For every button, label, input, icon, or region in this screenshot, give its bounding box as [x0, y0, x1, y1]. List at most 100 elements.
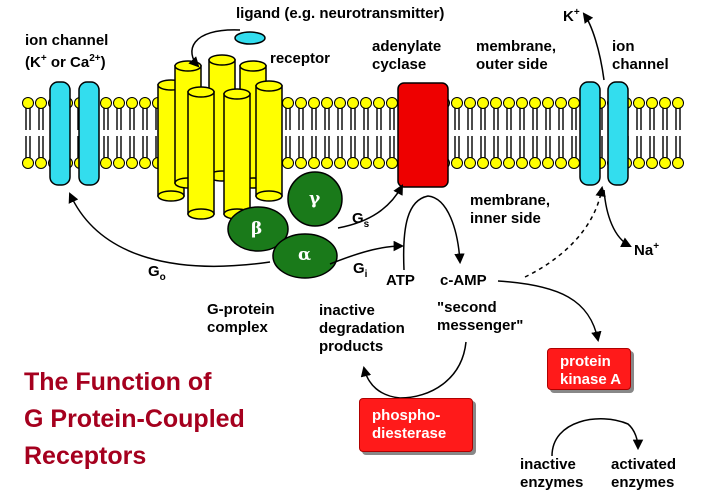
ligand-to-receptor-arrow — [188, 29, 241, 68]
beta-subunit-label: β — [251, 219, 263, 239]
camp-label: c-AMP — [440, 272, 487, 289]
membrane-outer-label: membrane, outer side — [476, 38, 556, 74]
receptor-helix — [255, 85, 283, 197]
lipid-head — [373, 97, 385, 109]
gs-label: Gs — [352, 210, 370, 230]
lipid-head — [360, 157, 372, 169]
lipid-head — [334, 97, 346, 109]
receptor-helix-bottom — [187, 208, 215, 220]
lipid-head — [282, 157, 294, 169]
diagram-title: The Function of G Protein-Coupled Recept… — [24, 364, 245, 475]
receptor-helix-top — [255, 80, 283, 92]
gamma-subunit-label: γ — [309, 189, 321, 209]
lipid-head — [373, 157, 385, 169]
lipid-head — [516, 157, 528, 169]
receptor-helix-bottom — [255, 190, 283, 202]
ion-channel-right-subunit — [607, 81, 629, 186]
lipid-head — [113, 157, 125, 169]
lipid-head — [347, 157, 359, 169]
receptor-helix-top — [239, 60, 267, 72]
go-arrow — [68, 192, 271, 267]
receptor-helix — [223, 93, 251, 215]
lipid-head — [22, 157, 34, 169]
inactive-deg-line1: inactive — [319, 302, 375, 319]
inactive-deg-line2: degradation — [319, 320, 405, 337]
lipid-head — [542, 97, 554, 109]
lipid-head — [308, 97, 320, 109]
lipid-head — [126, 157, 138, 169]
lipid-head — [100, 157, 112, 169]
lipid-head — [555, 97, 567, 109]
title-line1: The Function of — [24, 368, 212, 396]
lipid-head — [451, 157, 463, 169]
lipid-head — [35, 97, 47, 109]
receptor-helix-top — [208, 54, 236, 66]
adenylate-line2: cyclase — [372, 56, 427, 73]
lipid-head — [282, 97, 294, 109]
inactive-degradation-label: inactive degradation products — [319, 302, 405, 356]
atp-to-camp-arrow — [402, 195, 465, 271]
ion-channel-left-line1: ion channel — [25, 32, 109, 49]
lipid-head — [529, 157, 541, 169]
lipid-head — [503, 157, 515, 169]
lipid-head — [633, 157, 645, 169]
inactive-deg-line3: products — [319, 338, 384, 355]
receptor-label: receptor — [270, 50, 331, 67]
second-messenger-label: "second messenger" — [437, 299, 523, 335]
protein-kinase-line1: protein — [560, 353, 611, 370]
lipid-head — [295, 157, 307, 169]
ion-channel-right-label: ion channel — [612, 38, 669, 74]
lipid-head — [659, 97, 671, 109]
membrane-outer-line2: outer side — [476, 56, 548, 73]
ion-channel-left-subunit — [78, 81, 100, 186]
second-messenger-line1: "second — [437, 299, 497, 316]
lipid-head — [295, 97, 307, 109]
lipid-head — [464, 97, 476, 109]
lipid-head — [321, 97, 333, 109]
ligand-label: ligand (e.g. neurotransmitter) — [236, 5, 445, 22]
gprotein-line2: complex — [207, 319, 268, 336]
ion-channel-right-line1: ion — [612, 38, 635, 55]
lipid-head — [503, 97, 515, 109]
lipid-head — [22, 97, 34, 109]
ion-channel-left-label: ion channel (K+ or Ca2+) — [25, 32, 108, 72]
receptor-helix-top — [187, 86, 215, 98]
alpha-subunit-label: α — [298, 245, 312, 265]
lipid-head — [490, 157, 502, 169]
lipid-head — [386, 97, 398, 109]
lipid-head — [347, 97, 359, 109]
receptor-helix-bottom — [157, 190, 185, 202]
lipid-head — [555, 157, 567, 169]
inactive-enzymes-line2: enzymes — [520, 474, 584, 491]
atp-label: ATP — [386, 272, 415, 289]
lipid-head — [386, 157, 398, 169]
phospho-line2: diesterase — [372, 425, 447, 442]
lipid-head — [646, 97, 658, 109]
lipid-head — [659, 157, 671, 169]
g-protein-complex-label: G-protein complex — [207, 301, 275, 337]
lipid-head — [35, 157, 47, 169]
lipid-head — [113, 97, 125, 109]
gprotein-line1: G-protein — [207, 301, 275, 318]
activated-enzymes-label: activated enzymes — [611, 456, 676, 492]
lipid-head — [477, 97, 489, 109]
ion-channel-right-line2: channel — [612, 56, 669, 73]
adenylate-cyclase-protein — [397, 82, 449, 188]
adenylate-cyclase-label: adenylate cyclase — [372, 38, 441, 74]
phospho-line1: phospho- — [372, 407, 441, 424]
lipid-head — [568, 97, 580, 109]
lipid-head — [542, 157, 554, 169]
signal-arrows — [68, 12, 644, 457]
protein-kinase-a-box: protein kinase A — [547, 348, 631, 390]
lipid-head — [126, 97, 138, 109]
inactive-enzymes-line1: inactive — [520, 456, 576, 473]
lipid-head — [529, 97, 541, 109]
membrane-inner-label: membrane, inner side — [470, 192, 550, 228]
go-label: Go — [148, 263, 166, 283]
membrane-inner-line1: membrane, — [470, 192, 551, 209]
gi-arrow — [329, 240, 405, 265]
beta-subunit — [227, 206, 289, 252]
activated-enzymes-line2: enzymes — [611, 474, 675, 491]
lipid-head — [477, 157, 489, 169]
